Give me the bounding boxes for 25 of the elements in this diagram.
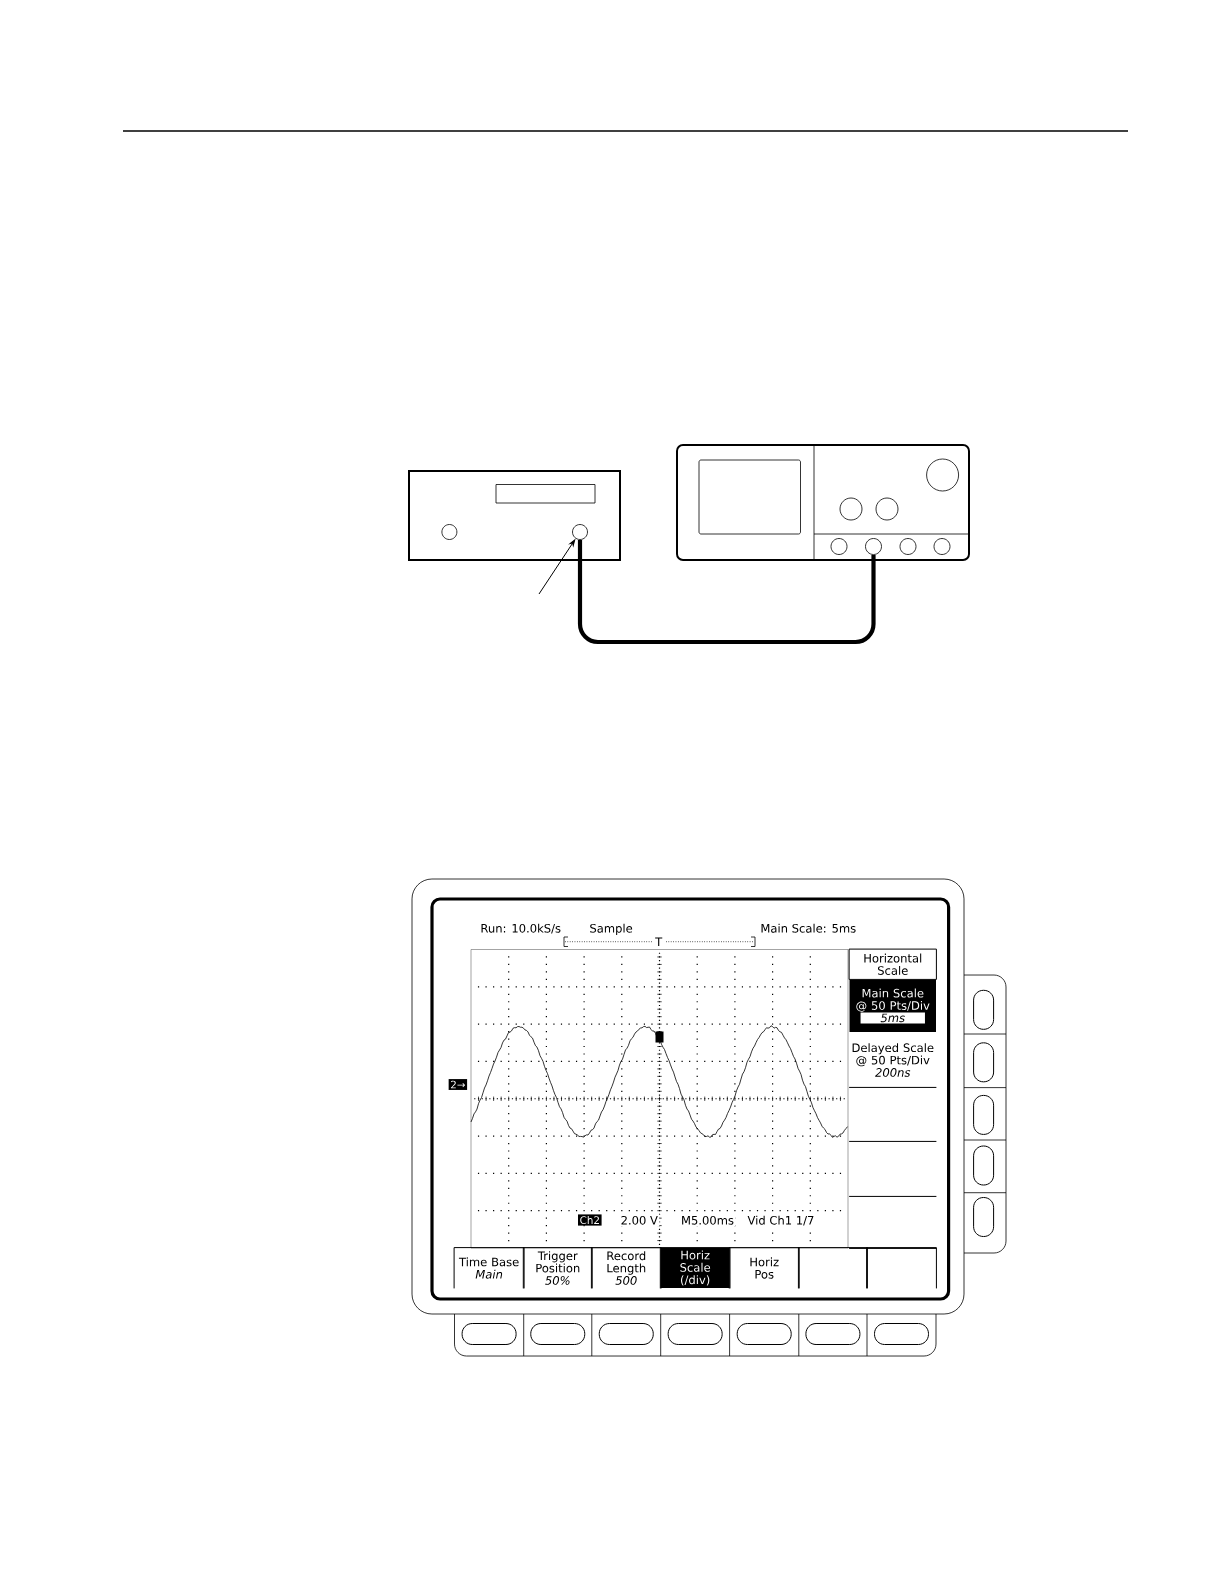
- status-readout: Run: 10.0kS/s: [481, 923, 561, 934]
- input-connector: [899, 538, 917, 555]
- scale-readout: 2.00 V: [619, 1214, 660, 1227]
- menu-item: Record Length 500: [590, 1247, 662, 1289]
- trigger-readout: Vid Ch1 1/7: [745, 1214, 816, 1228]
- input-connector: [830, 538, 848, 555]
- selected-menu-item: Main Scale @ 50 Pts/Div 5ms: [849, 980, 936, 1032]
- channel-readout: Ch2: [578, 1214, 602, 1226]
- status-readout: Sample: [590, 923, 633, 935]
- menu-title: Horizontal Scale: [848, 948, 937, 980]
- empty-menu-slot: [797, 1247, 868, 1289]
- status-readout: Main Scale: 5ms: [761, 923, 856, 933]
- selected-menu-item: Horiz Scale (/div): [659, 1247, 731, 1289]
- leader-arrow: [538, 539, 576, 595]
- cable: [577, 539, 876, 645]
- input-connector: [865, 538, 882, 555]
- input-connector: [933, 538, 951, 555]
- menu-item: Delayed Scale @ 50 Pts/Div 200ns: [848, 1043, 937, 1088]
- menu-item: Time Base Main: [453, 1247, 525, 1289]
- time-readout: M5.00ms: [679, 1214, 736, 1227]
- menu-item: Horiz Pos: [728, 1247, 800, 1289]
- menu-item: Trigger Position 50%: [522, 1247, 593, 1289]
- trigger-position-label: T: [655, 937, 663, 946]
- output-connector: [572, 524, 588, 540]
- empty-menu-slot: [866, 1247, 937, 1289]
